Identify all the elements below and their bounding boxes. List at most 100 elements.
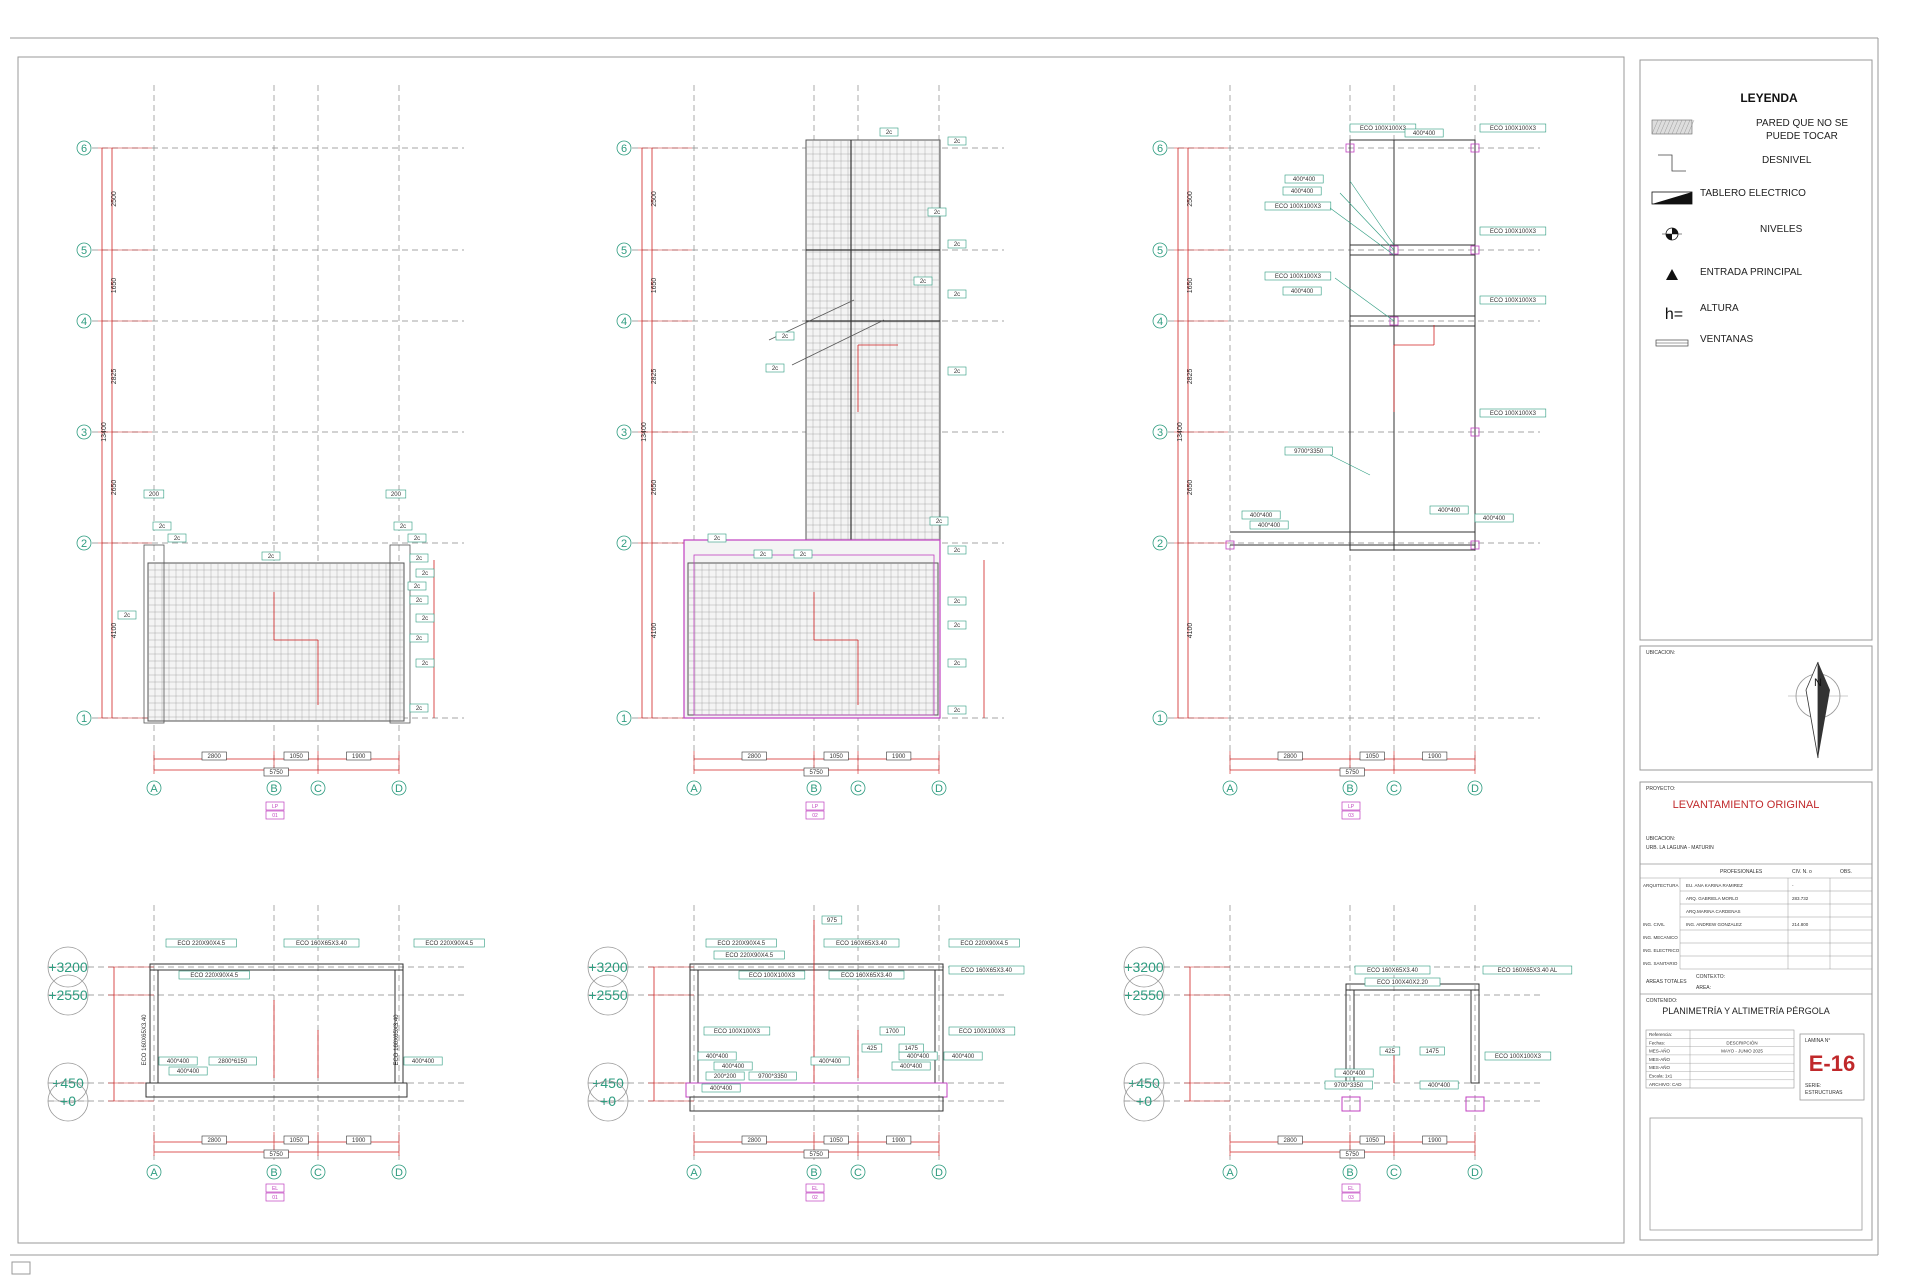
axis-bubble-label: 6: [1157, 143, 1163, 155]
axis-bubble-label: 1: [81, 713, 87, 725]
dimension-text: 13400: [641, 422, 648, 442]
level-marker-label: +3200: [1124, 959, 1164, 975]
member-tag: 400*400: [1419, 1080, 1459, 1090]
member-tag-text: 400*400: [412, 1059, 435, 1065]
leader: [1329, 454, 1371, 476]
member-tag: 9700*3350: [1324, 1080, 1373, 1090]
member-tag: 2c: [117, 610, 137, 620]
member-tag-text: 2c: [954, 599, 960, 605]
member-tag-text: 1050: [1366, 1138, 1380, 1144]
member-tag: 2c: [947, 705, 967, 715]
axis-bubble-label: 5: [621, 245, 627, 257]
member-tag-text: 1700: [886, 1029, 900, 1035]
axis-bubble-label: 4: [81, 316, 87, 328]
member-tag-text: 2c: [954, 139, 960, 145]
member-tag-text: 1900: [352, 1138, 366, 1144]
member-tag: 2c: [707, 533, 727, 543]
axis-bubble-label: B: [270, 783, 277, 795]
member-tag-text: 2c: [760, 552, 766, 558]
dimension-text: 2800: [201, 751, 227, 761]
member-tag: 2c: [947, 239, 967, 249]
member-tag: 2c: [393, 521, 413, 531]
axis-bubble-col: A: [146, 1164, 162, 1180]
level-marker: +3200: [587, 946, 630, 988]
member-tag-text: 9700*3350: [758, 1074, 788, 1080]
axis-bubble-col: C: [850, 780, 866, 796]
member-tag: ECO 160X65X3.40: [823, 938, 900, 948]
member-tag: 2c: [947, 545, 967, 555]
member-tag: ECO 100X100X3: [948, 1026, 1016, 1036]
level-marker: +0: [47, 1080, 90, 1122]
member-tag: 400*400: [403, 1056, 443, 1066]
member-tag: 400*400: [1404, 128, 1444, 138]
axis-bubble-col: A: [1222, 1164, 1238, 1180]
member-tag: 2c: [929, 516, 949, 526]
member-tag: ECO 220X90X4.5: [948, 938, 1020, 948]
axis-bubble-label: B: [1346, 783, 1353, 795]
axis-bubble-label: A: [150, 783, 158, 795]
member-tag-text: 2c: [954, 661, 960, 667]
member-tag: 2c: [913, 276, 933, 286]
dimension-text: 1900: [346, 751, 372, 761]
location-label: UBICACION:: [1646, 650, 1675, 656]
prof-role: ING. SANITARIO: [1643, 961, 1678, 966]
member-tag-text: 400*400: [1483, 516, 1506, 522]
member-tag: 2800*6150: [208, 1056, 257, 1066]
member-tag-text: 2c: [920, 279, 926, 285]
member-tag-text: 2c: [934, 210, 940, 216]
ref-key: ARCHIVO: CAD: [1649, 1082, 1682, 1087]
professionals-header: PROFESIONALES: [1720, 869, 1763, 875]
dimension-text: 2800: [741, 1135, 767, 1145]
member-tag-text: 400*400: [907, 1054, 930, 1060]
post-label: ECO 160X65X3.40: [142, 1014, 148, 1066]
axis-bubble-label: C: [854, 1167, 862, 1179]
dimension-text: 1650: [111, 278, 118, 294]
member-tag-text: ECO 220X90X4.5: [725, 953, 773, 959]
axis-bubble-row: 4: [616, 313, 632, 329]
project-label: PROYECTO:: [1646, 786, 1675, 792]
leader: [1334, 277, 1395, 322]
level-marker: +450: [587, 1062, 630, 1104]
member-tag-text: 1900: [1428, 754, 1442, 760]
civ-header: CIV. N. o: [1792, 869, 1812, 875]
axis-bubble-label: B: [810, 1167, 817, 1179]
axis-bubble-label: 4: [1157, 316, 1163, 328]
prof-role: ING. ELECTRICO: [1643, 948, 1680, 953]
legend-title: LEYENDA: [1740, 91, 1798, 105]
axis-bubble-col: D: [1467, 1164, 1483, 1180]
member-tag-text: 400*400: [167, 1059, 190, 1065]
section-tag-text: EL: [812, 1186, 818, 1192]
dimension-text: 1650: [1187, 278, 1194, 294]
prof-civ: 283.732: [1792, 896, 1809, 901]
member-tag-text: 1050: [1366, 754, 1380, 760]
level-marker: +2550: [1123, 974, 1166, 1016]
h-equals-icon: h=: [1665, 306, 1683, 323]
axis-bubble-col: B: [266, 780, 282, 796]
member-tag: ECO 160X65X3.40: [948, 965, 1025, 975]
member-tag: 425: [861, 1043, 883, 1053]
legend-item: DESNIVEL: [1658, 154, 1812, 172]
level-marker-label: +2550: [1124, 987, 1164, 1003]
axis-bubble-col: D: [391, 780, 407, 796]
member-tag-text: ECO 100X100X3: [1490, 298, 1537, 304]
member-tag-text: 2c: [422, 616, 428, 622]
member-tag-text: 400*400: [1250, 513, 1273, 519]
member-tag-text: 400*400: [900, 1064, 923, 1070]
level-marker-label: +3200: [48, 959, 88, 975]
axis-bubble-label: D: [395, 783, 403, 795]
level-marker-label: +3200: [588, 959, 628, 975]
level-marker-label: +2550: [48, 987, 88, 1003]
dimension-text: 1900: [1422, 1135, 1448, 1145]
member-tag: 400*400: [1241, 510, 1281, 520]
member-tag: 400*400: [943, 1051, 983, 1061]
member-tag: 400*400: [697, 1051, 737, 1061]
level-marker-label: +0: [1136, 1093, 1152, 1109]
member-tag: ECO 100X100X3: [1479, 123, 1547, 133]
sheet-number: E-16: [1809, 1051, 1855, 1076]
axis-bubble-label: 2: [621, 538, 627, 550]
